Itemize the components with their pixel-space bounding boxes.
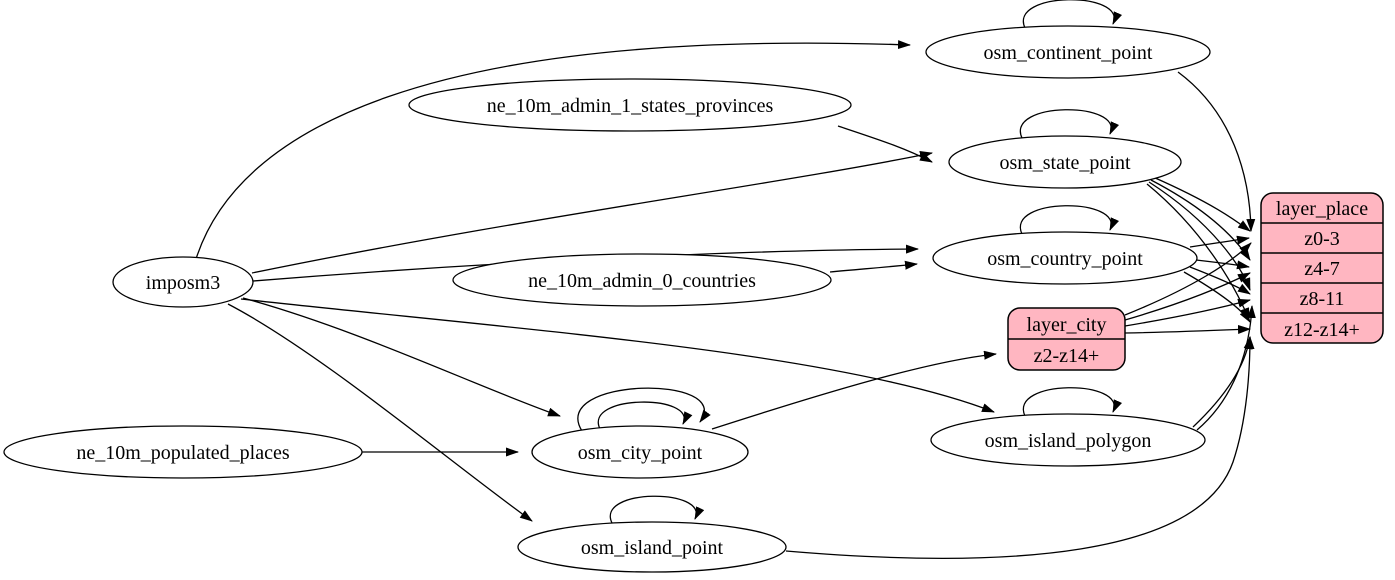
node-osm_continent_point-label: osm_continent_point <box>984 42 1153 64</box>
node-ne_10m_admin_0_countries-label: ne_10m_admin_0_countries <box>528 270 756 292</box>
self-loop-osm_city_point-inner <box>597 401 693 430</box>
node-osm_country_point: osm_country_point <box>932 231 1198 285</box>
node-ne_10m_admin_1_states_provinces-shape <box>408 78 852 132</box>
layer_place-row-z12-z14: z12-z14+ <box>1284 319 1360 341</box>
node-ne_10m_admin_0_countries-shape <box>452 253 832 307</box>
node-ne_10m_populated_places-shape <box>3 425 363 479</box>
layer_city-row-z2-z14: z2-z14+ <box>1034 345 1100 367</box>
node-osm_state_point-shape <box>948 135 1182 189</box>
edge-osm_island_polygon-to-layer_place-z12-z14 <box>1192 336 1253 428</box>
edge-imposm3-to-osm_state_point <box>251 150 933 274</box>
node-osm_island_point: osm_island_point <box>517 521 787 573</box>
node-imposm3: imposm3 <box>112 256 254 308</box>
self-loop-osm_city_point-outer <box>577 387 711 432</box>
edge-osm_island_point-to-layer_place-z12-z14 <box>785 336 1255 559</box>
edge-imposm3-to-osm_continent_point <box>195 40 911 260</box>
node-layer_place-title: layer_place <box>1276 198 1368 220</box>
node-osm_island_point-shape <box>517 521 787 573</box>
edge-ne_10m_admin_0_countries-to-osm_country_point <box>829 260 918 273</box>
edge-osm_country_point-to-layer_place-z4-7 <box>1195 259 1250 270</box>
node-layer_city: layer_city z2-z14+ <box>1007 307 1126 371</box>
layer_place-row-z0-3: z0-3 <box>1304 228 1340 250</box>
edge-osm_city_point-to-layer_city-z2-z14 <box>711 350 997 430</box>
node-ne_10m_admin_0_countries: ne_10m_admin_0_countries <box>452 253 832 307</box>
node-osm_continent_point: osm_continent_point <box>925 25 1211 79</box>
edge-ne_10m_admin_1_states_provinces-to-osm_state_point <box>837 125 933 163</box>
node-imposm3-shape <box>112 256 254 308</box>
node-osm_country_point-label: osm_country_point <box>987 248 1143 270</box>
layer_place-row-z4-7: z4-7 <box>1304 258 1340 280</box>
node-imposm3-label: imposm3 <box>146 272 220 294</box>
edge-imposm3-to-osm_island_point <box>227 303 533 522</box>
node-ne_10m_populated_places-label: ne_10m_populated_places <box>76 442 289 464</box>
edge-imposm3-to-osm_island_polygon <box>240 298 995 413</box>
edge-osm_state_point-to-layer_place-z0-3 <box>1152 176 1251 232</box>
edge-osm_country_point-to-layer_place-z0-3 <box>1189 235 1250 248</box>
edge-osm_continent_point-to-layer_place-z0-3 <box>1177 71 1256 232</box>
node-osm_city_point: osm_city_point <box>531 425 749 479</box>
node-osm_island_polygon-label: osm_island_polygon <box>985 430 1152 452</box>
self-loop-osm_country_point <box>1019 205 1120 235</box>
node-osm_country_point-shape <box>932 231 1198 285</box>
node-osm_island_point-label: osm_island_point <box>581 537 724 559</box>
edge-layer_city-to-layer_place-z12-z14 <box>1124 324 1251 334</box>
self-loop-osm_state_point <box>1019 109 1120 139</box>
node-layer_place: layer_place z0-3 z4-7 z8-11 z12-z14+ <box>1260 192 1384 344</box>
edge-osm_country_point-to-layer_place-z8-11 <box>1189 266 1251 295</box>
node-osm_continent_point-shape <box>925 25 1211 79</box>
node-ne_10m_admin_1_states_provinces: ne_10m_admin_1_states_provinces <box>408 78 852 132</box>
layer_place-row-z8-11: z8-11 <box>1300 288 1345 310</box>
node-osm_state_point-label: osm_state_point <box>999 152 1131 174</box>
node-osm_island_polygon: osm_island_polygon <box>930 413 1206 467</box>
node-ne_10m_admin_1_states_provinces-label: ne_10m_admin_1_states_provinces <box>487 95 774 117</box>
edge-osm_country_point-to-layer_place-z12-z14 <box>1183 271 1251 323</box>
edge-layer_city-to-layer_place-z0-3 <box>1124 242 1252 316</box>
node-osm_island_polygon-shape <box>930 413 1206 467</box>
node-layer_place-box <box>1260 192 1384 344</box>
node-layer_city-title: layer_city <box>1027 314 1107 336</box>
edge-layer <box>195 0 1256 559</box>
edge-imposm3-to-osm_city_point <box>242 297 561 417</box>
self-loop-osm_island_point <box>609 495 705 524</box>
self-loop-osm_island_polygon <box>1022 387 1123 417</box>
node-osm_city_point-shape <box>531 425 749 479</box>
node-osm_city_point-label: osm_city_point <box>578 442 703 464</box>
edge-osm_island_polygon-to-layer_place-z8-11 <box>1196 305 1256 431</box>
self-loop-osm_continent_point <box>1022 0 1123 29</box>
edge-layer_city-to-layer_place-z8-11 <box>1124 298 1251 327</box>
node-ne_10m_populated_places: ne_10m_populated_places <box>3 425 363 479</box>
node-osm_state_point: osm_state_point <box>948 135 1182 189</box>
edge-layer_city-to-layer_place-z4-7 <box>1124 272 1251 321</box>
